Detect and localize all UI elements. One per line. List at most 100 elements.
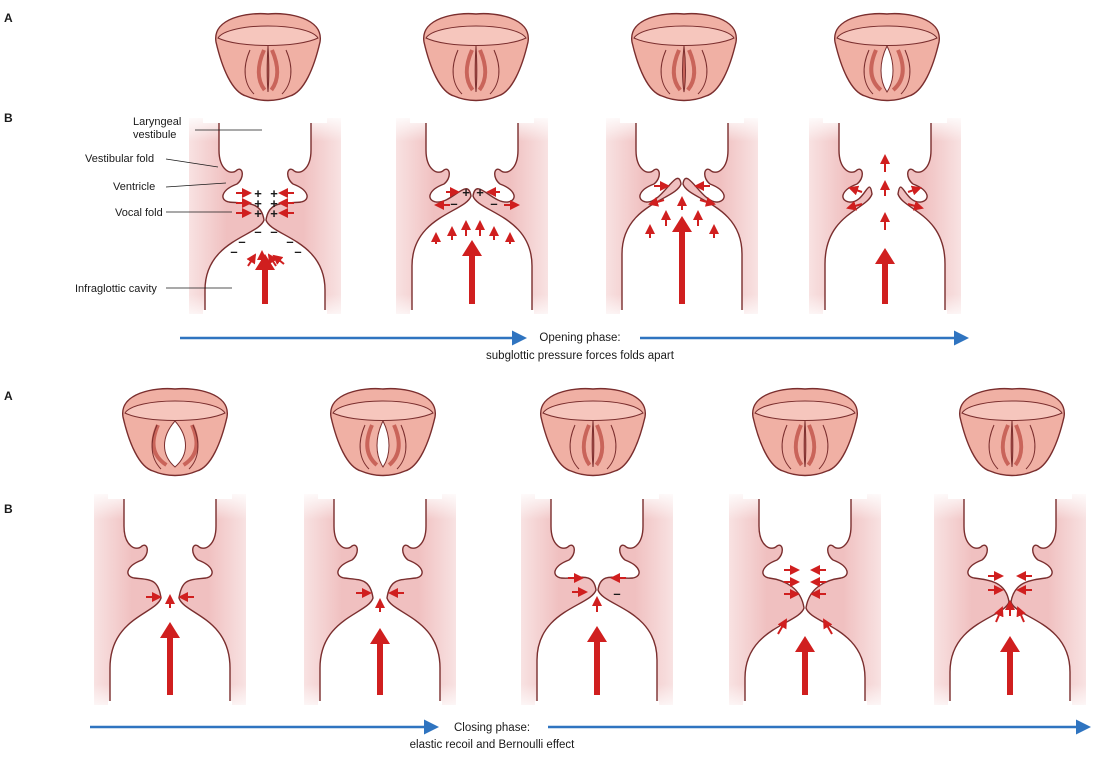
airflow-arrow-shaft: [469, 254, 475, 304]
airflow-arrow-shaft: [802, 650, 808, 695]
bottom-cap: [318, 701, 442, 707]
bottom-coronal-sections: –: [94, 493, 1086, 707]
bottom-cap: [948, 701, 1072, 707]
glottis: [1010, 420, 1014, 468]
bottom-cap: [535, 701, 659, 707]
top-cap: [203, 117, 327, 123]
top-cap: [743, 493, 867, 499]
left-vocal-cord: [365, 424, 379, 467]
bottom-cap: [108, 701, 232, 707]
top-cap: [108, 493, 232, 499]
minus-sign: –: [450, 196, 457, 211]
right-vocal-cord: [182, 424, 199, 467]
airway-lumen: [205, 118, 325, 314]
glottis: [266, 45, 270, 93]
epiglottis: [836, 25, 938, 46]
epiglottis: [542, 400, 644, 421]
minus-sign: –: [613, 586, 620, 601]
closing-phase-subtitle: elastic recoil and Bernoulli effect: [410, 739, 576, 751]
plus-sign: +: [462, 185, 470, 200]
pressure-arrow: [907, 200, 924, 211]
airflow-arrow-shaft: [594, 640, 600, 695]
plus-sign: +: [270, 186, 278, 201]
pressure-arrow: [994, 606, 1004, 623]
minus-sign: –: [270, 224, 277, 239]
left-vocal-cord: [869, 49, 883, 92]
opening-phase-subtitle: subglottic pressure forces folds apart: [486, 350, 675, 362]
epiglottis: [124, 400, 226, 421]
right-vestibular-fold: [697, 49, 708, 95]
glottis: [164, 420, 186, 468]
larynx-view-bottom-4: [752, 387, 858, 477]
left-vocal-cord: [464, 49, 475, 92]
label-vestibular-fold: Vestibular fold: [85, 153, 154, 165]
bottom-cap: [743, 701, 867, 707]
section-top-1: ++++++––––––: [189, 117, 341, 316]
bottom-larynx-views: [122, 387, 1065, 477]
plus-sign: +: [270, 196, 278, 211]
minus-sign: –: [490, 196, 497, 211]
minus-sign: –: [294, 244, 301, 259]
right-vocal-cord: [477, 49, 488, 92]
left-vocal-cord: [1000, 424, 1011, 467]
label-vocal-fold: Vocal fold: [115, 207, 163, 219]
opening-phase-timeline: Opening phase: subglottic pressure force…: [180, 330, 969, 362]
epiglottis: [425, 25, 527, 46]
right-vestibular-fold: [396, 424, 407, 470]
left-vestibular-fold: [151, 424, 162, 470]
glottis: [682, 45, 686, 93]
bottom-cap: [823, 310, 947, 316]
pressure-arrow: [777, 618, 787, 635]
larynx-view-bottom-5: [959, 387, 1065, 477]
leader-line-ventricle: [165, 182, 227, 188]
label-laryngeal-vestibule-line2: vestibule: [133, 129, 176, 141]
right-vestibular-fold: [900, 49, 911, 95]
plus-sign: +: [476, 185, 484, 200]
right-vocal-cord: [686, 49, 697, 92]
section-bottom-2: [304, 493, 456, 707]
glottis: [474, 45, 478, 93]
epiglottis: [754, 400, 856, 421]
epiglottis: [633, 25, 735, 46]
minus-sign: –: [230, 244, 237, 259]
pressure-arrow: [246, 253, 257, 267]
airflow-arrow-head: [875, 248, 895, 264]
top-row-a-label: A: [4, 11, 13, 25]
top-coronal-sections: ++++++––––––++––: [189, 117, 961, 316]
section-top-3: [606, 117, 758, 316]
section-bottom-4: [729, 493, 881, 707]
pressure-arrow: [648, 196, 665, 207]
right-vestibular-fold: [281, 49, 292, 95]
airflow-arrow-shaft: [882, 262, 888, 304]
plus-sign: +: [270, 206, 278, 221]
bottom-cap: [410, 310, 534, 316]
airflow-arrow-head: [370, 628, 390, 644]
pressure-arrow: [1016, 606, 1026, 623]
glottis: [880, 44, 894, 93]
pressure-arrow: [823, 618, 833, 635]
label-infraglottic-cavity: Infraglottic cavity: [75, 283, 157, 295]
airflow-arrow-head: [255, 254, 275, 270]
pressure-arrow: [907, 185, 922, 196]
right-vestibular-fold: [1025, 424, 1036, 470]
top-larynx-views: [215, 12, 940, 102]
glottis: [591, 420, 595, 468]
section-bottom-1: [94, 493, 246, 707]
glottis: [803, 420, 807, 468]
left-vestibular-fold: [781, 424, 792, 470]
right-vestibular-fold: [188, 424, 199, 470]
top-cap: [823, 117, 947, 123]
epiglottis: [217, 25, 319, 46]
right-vocal-cord: [594, 424, 605, 467]
left-vocal-cord: [256, 49, 267, 92]
right-vestibular-fold: [818, 424, 829, 470]
airflow-arrow-shaft: [1007, 650, 1013, 695]
opening-phase-title: Opening phase:: [539, 332, 620, 344]
larynx-view-bottom-2: [330, 387, 436, 477]
bottom-row-a-label: A: [4, 389, 13, 403]
larynx-view-top-4: [834, 12, 940, 102]
closing-phase-timeline: Closing phase: elastic recoil and Bernou…: [90, 719, 1091, 751]
bottom-cap: [620, 310, 744, 316]
pressure-arrow: [846, 200, 863, 211]
